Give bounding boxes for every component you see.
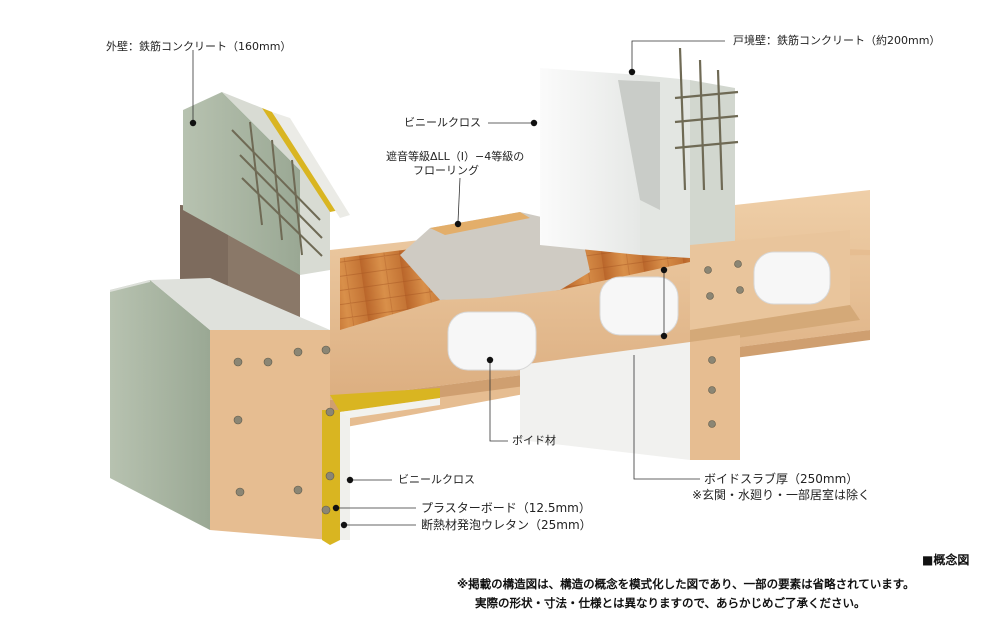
label-flooring-line1: 遮音等級ΔLL（Ⅰ）−4等級の (386, 150, 525, 163)
label-void-slab-thickness: ボイドスラブ厚（250mm） (704, 472, 859, 486)
label-vinyl-cloth-bottom: ビニールクロス (398, 473, 475, 486)
leader-lines (192, 40, 725, 526)
rebar-ends (233, 260, 744, 515)
void-forms (447, 251, 831, 371)
label-void-slab-exclusion: ※玄関・水廻り・一部居室は除く (692, 488, 871, 502)
exterior-wall-upper (183, 92, 350, 275)
footer-note-line1: ※掲載の構造図は、構造の概念を模式化した図であり、一部の要素は省略されています。 (457, 577, 915, 591)
label-party-wall: 戸境壁：鉄筋コンクリート（約200mm） (733, 34, 941, 47)
party-wall (540, 68, 735, 258)
leader-dots (189, 68, 668, 529)
label-insulation: 断熱材発泡ウレタン（25mm） (421, 518, 592, 532)
rebar-party-wall (674, 47, 739, 191)
footer-note-line2: 実際の形状・寸法・仕様とは異なりますので、あらかじめご了承ください。 (475, 596, 866, 610)
label-vinyl-cloth-top: ビニールクロス (404, 116, 481, 129)
under-slab-wall (520, 335, 740, 460)
diagram-title: ■概念図 (922, 553, 970, 567)
label-exterior-wall: 外壁：鉄筋コンクリート（160mm） (106, 40, 292, 53)
rebar-grid-left (231, 121, 323, 257)
label-plaster-board: プラスターボード（12.5mm） (421, 501, 591, 515)
label-flooring-line2: フローリング (413, 164, 479, 177)
label-void-material: ボイド材 (512, 434, 556, 447)
